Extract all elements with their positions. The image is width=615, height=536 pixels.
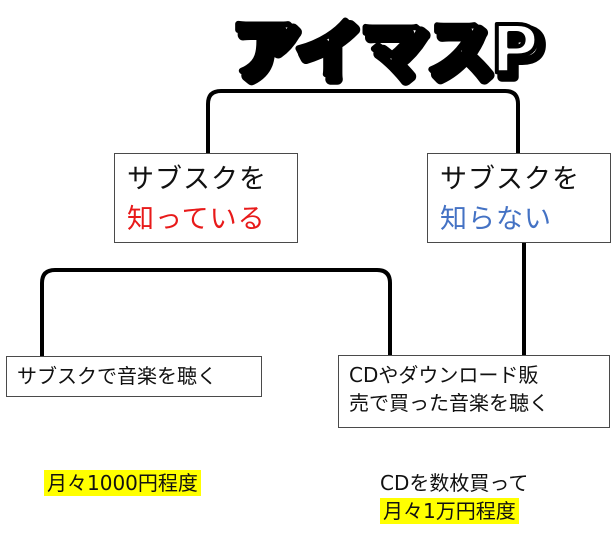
node-know-line2: 知っている xyxy=(127,204,266,235)
cost-note-streaming-highlight: 月々1000円程度 xyxy=(44,470,201,496)
connector-root-to-level1 xyxy=(206,89,520,153)
title-text: アイマスP xyxy=(230,11,539,88)
node-purchase: CDやダウンロード販 売で買った音楽を聴く xyxy=(338,355,610,428)
node-streaming: サブスクで音楽を聴く xyxy=(6,356,262,397)
cost-note-purchase-highlight: 月々1万円程度 xyxy=(380,498,519,524)
cost-note-streaming: 月々1000円程度 xyxy=(44,469,201,497)
node-dont-know-line2: 知らない xyxy=(440,204,552,235)
node-dont-know-line1: サブスクを xyxy=(440,164,580,195)
title-shadow-text: アイマスP xyxy=(235,16,544,93)
node-purchase-line1: CDやダウンロード販 xyxy=(349,363,539,387)
diagram-title-art: アイマスP アイマスP xyxy=(228,9,549,98)
node-purchase-line2: 売で買った音楽を聴く xyxy=(349,391,549,415)
node-streaming-text: サブスクで音楽を聴く xyxy=(17,364,217,388)
node-know-line1: サブスクを xyxy=(127,164,267,195)
diagram-title: アイマスP アイマスP xyxy=(226,6,549,98)
cost-note-purchase-line1: CDを数枚買って xyxy=(380,471,529,495)
node-know-subscription: サブスクを 知っている xyxy=(114,153,298,243)
connector-know-to-level2 xyxy=(40,268,392,356)
cost-note-purchase: CDを数枚買って 月々1万円程度 xyxy=(380,469,528,525)
node-dont-know-subscription: サブスクを 知らない xyxy=(427,153,611,243)
